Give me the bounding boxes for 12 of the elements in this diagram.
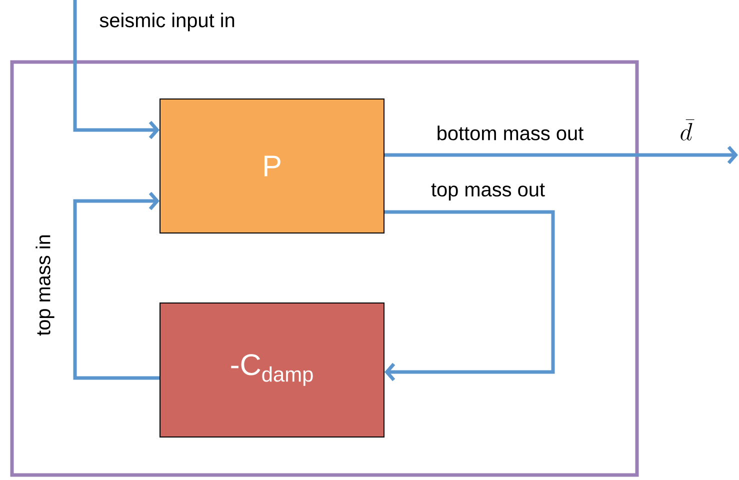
edge-label: bottom mass out xyxy=(438,126,584,140)
edge-label: seismic input in xyxy=(100,12,234,32)
plant-box: P xyxy=(160,98,384,234)
edge-label: top mass out xyxy=(431,184,545,200)
arrow xyxy=(73,0,160,140)
arrow xyxy=(384,210,555,382)
arrow xyxy=(384,146,738,164)
arrow xyxy=(73,192,160,380)
output-symbol: $\bar{d}$ xyxy=(680,119,694,140)
damper-box: -C$_{damp}$ xyxy=(160,302,384,438)
edge-label: top mass in xyxy=(36,235,54,336)
system-frame xyxy=(10,60,639,477)
